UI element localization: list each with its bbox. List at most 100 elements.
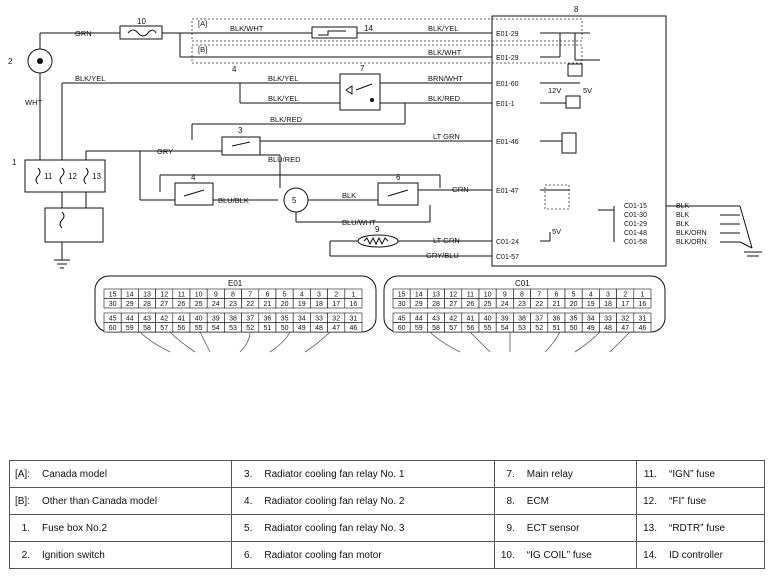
legend-value: ECT sensor	[518, 514, 637, 542]
legend-key: 5.	[231, 514, 257, 542]
connector-pin-number: 49	[298, 325, 306, 332]
connector-pin-number: 7	[248, 292, 252, 299]
connector-pin-number: 26	[467, 301, 475, 308]
fuse-12-label: 12	[68, 172, 77, 181]
connector-pin-number: 51	[553, 325, 561, 332]
connector-pin-number: 25	[195, 301, 203, 308]
fuse-11-label: 11	[44, 172, 53, 181]
connector-pin-number: 55	[195, 325, 203, 332]
legend-key: 1.	[9, 514, 34, 542]
connector-pin-number: 58	[143, 325, 151, 332]
ecm-box	[491, 15, 667, 267]
connector-pin-number: 46	[350, 325, 358, 332]
connector-cell	[633, 322, 652, 333]
wire-blk-yel-mr1: BLK/YEL	[268, 74, 298, 83]
ground-wire-5: BLK/ORN	[676, 239, 707, 246]
legend-value: Other than Canada model	[34, 487, 233, 515]
connector-pin-number: 1	[640, 292, 644, 299]
connector-pin-number: 37	[246, 316, 254, 323]
connector-pin-number: 40	[195, 316, 203, 323]
ect-sensor-number: 9	[375, 225, 380, 234]
connector-pin-number: 5	[283, 292, 287, 299]
wire-blk-yel-left: BLK/YEL	[75, 74, 105, 83]
legend-value: Radiator cooling fan relay No. 3	[256, 514, 495, 542]
connector-pin-number: 35	[570, 316, 578, 323]
variant-a-label: [A]	[198, 19, 207, 28]
connector-pin-number: 40	[484, 316, 492, 323]
connector-pin-number: 37	[535, 316, 543, 323]
relay-no-3	[377, 182, 419, 206]
wire-brn-wht: BRN/WHT	[428, 74, 463, 83]
legend-value: “IG COIL” fuse	[518, 541, 637, 569]
connector-pin-number: 2	[334, 292, 338, 299]
connector-pin-number: 36	[264, 316, 272, 323]
connector-pin-number: 14	[126, 292, 134, 299]
legend-key: 6.	[231, 541, 257, 569]
connector-pin-number: 47	[621, 325, 629, 332]
ignition-switch-center	[37, 58, 43, 64]
connector-pin-number: 32	[621, 316, 629, 323]
connector-c01-title: C01	[515, 279, 530, 288]
ecm-pin-e01-46: E01-46	[496, 139, 519, 146]
connector-pin-number: 46	[639, 325, 647, 332]
connector-pin-number: 9	[214, 292, 218, 299]
voltage-12v: 12V	[548, 86, 561, 95]
legend-key: 9.	[493, 514, 519, 542]
ground-wire-2: BLK	[676, 212, 690, 219]
ground-wire-4: BLK/ORN	[676, 230, 707, 237]
legend-key: [A]:	[9, 460, 34, 488]
variant-a-box	[191, 18, 583, 42]
connector-pin-number: 17	[621, 301, 629, 308]
connector-pin-number: 18	[315, 301, 323, 308]
connector-pin-number: 26	[178, 301, 186, 308]
connector-pin-number: 30	[109, 301, 117, 308]
legend-key: 13.	[636, 514, 661, 542]
connector-pin-number: 11	[467, 292, 474, 299]
connector-pin-number: 8	[520, 292, 524, 299]
main-relay-number: 7	[360, 64, 365, 73]
connector-pin-number: 10	[195, 292, 203, 299]
fuse-13-label: 13	[92, 172, 101, 181]
connector-pin-number: 24	[501, 301, 509, 308]
connector-pin-number: 13	[143, 292, 151, 299]
connector-pin-number: 36	[553, 316, 561, 323]
connector-pin-number: 25	[484, 301, 492, 308]
connector-pin-number: 15	[109, 292, 117, 299]
connector-pin-number: 20	[570, 301, 578, 308]
id-controller	[311, 26, 358, 39]
connector-pin-number: 53	[518, 325, 526, 332]
connector-pin-number: 4	[300, 292, 304, 299]
connector-pin-number: 57	[449, 325, 457, 332]
connector-pin-number: 7	[537, 292, 541, 299]
wire-blu-wht: BLU/WHT	[342, 218, 376, 227]
legend-value: Fuse box No.2	[34, 514, 233, 542]
connector-pin-number: 51	[264, 325, 272, 332]
connector-pin-number: 59	[415, 325, 423, 332]
connector-pin-number: 21	[264, 301, 272, 308]
connector-pin-number: 31	[350, 316, 358, 323]
ecm-number: 8	[574, 5, 579, 14]
harness-wires	[139, 331, 631, 353]
wiring-diagram: 8 2 GRN 10 [A] [B] BLK/WHT 14 BLK/YEL E0…	[8, 5, 762, 353]
wire-blk-red-mid: BLK/RED	[270, 115, 303, 124]
connector-pin-number: 53	[229, 325, 237, 332]
ecm-pin-e01-60: E01-60	[496, 81, 519, 88]
connector-pin-number: 57	[160, 325, 168, 332]
connector-pin-number: 10	[484, 292, 492, 299]
connector-pin-number: 6	[265, 292, 269, 299]
connector-pin-number: 13	[432, 292, 440, 299]
fuse-10-number: 10	[137, 17, 146, 26]
connector-pin-number: 60	[398, 325, 406, 332]
legend-key: 12.	[636, 487, 661, 515]
connector-pin-number: 58	[432, 325, 440, 332]
connector-pin-number: 27	[160, 301, 168, 308]
connector-pin-number: 17	[332, 301, 340, 308]
connector-pin-number: 39	[212, 316, 220, 323]
wire-blk-motor: BLK	[342, 191, 356, 200]
main-relay	[339, 73, 381, 111]
legend-key: 3.	[231, 460, 257, 488]
connector-pin-number: 1	[351, 292, 355, 299]
connector-pin-number: 49	[587, 325, 595, 332]
